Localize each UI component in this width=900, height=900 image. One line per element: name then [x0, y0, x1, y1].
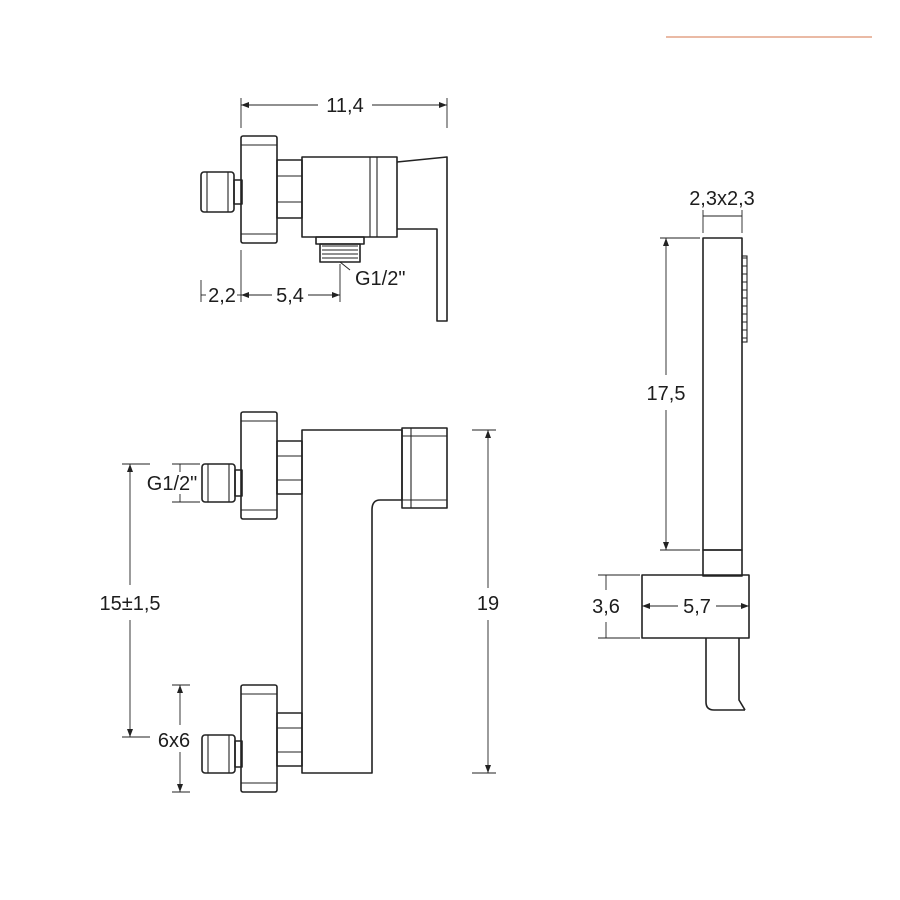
label-section: 2,3x2,3 [689, 188, 755, 210]
top-escutcheon [240, 135, 278, 244]
top-outlet-thread [319, 243, 361, 263]
front-upper-escutcheon [240, 411, 278, 520]
label-overall-width: 11,4 [326, 95, 363, 117]
dim-center-distance: 15±1,5 [99, 463, 161, 738]
label-center-distance: 15±1,5 [99, 593, 160, 615]
dim-offsets: 2,2 5,4 G1/2" [200, 250, 405, 307]
label-offset-left: 2,2 [208, 285, 236, 307]
hand-shower-hose [705, 638, 745, 711]
dim-section: 2,3x2,3 [689, 188, 755, 233]
front-lower-nut [276, 712, 303, 767]
top-inlet-knob [200, 171, 235, 213]
hand-shower-holder [641, 574, 750, 639]
front-upper-nut [276, 440, 303, 495]
front-upper-knob [201, 463, 236, 503]
front-view-mixer [201, 411, 448, 793]
top-body [301, 156, 398, 238]
label-length: 17,5 [647, 383, 686, 405]
top-outlet-base [315, 236, 365, 245]
label-holder-width: 5,7 [683, 596, 711, 618]
front-cartridge [401, 427, 448, 509]
dim-inlet-thread: G1/2" [147, 463, 200, 503]
front-lower-knob [201, 734, 236, 774]
label-height: 19 [477, 593, 499, 615]
front-lower-escutcheon [240, 684, 278, 793]
label-top-thread: G1/2" [355, 268, 405, 290]
label-connector-size: 6x6 [158, 730, 190, 752]
dim-length: 17,5 [647, 237, 700, 551]
label-inlet-thread: G1/2" [147, 473, 197, 495]
dim-overall-width: 11,4 [240, 95, 448, 128]
dim-height: 19 [472, 429, 499, 774]
label-holder-height: 3,6 [592, 596, 620, 618]
dim-holder-width: 5,7 [642, 596, 749, 618]
top-stem [233, 179, 243, 205]
front-body [301, 429, 403, 774]
hand-shower [641, 237, 750, 711]
label-offset-right: 5,4 [276, 285, 304, 307]
hand-shower-handle [702, 237, 743, 551]
dim-holder-height: 3,6 [592, 574, 640, 639]
top-lever [396, 156, 448, 322]
dim-connector-size: 6x6 [158, 684, 190, 793]
top-nut [276, 159, 303, 219]
hand-shower-connector [702, 549, 743, 577]
top-view-mixer [200, 135, 448, 322]
